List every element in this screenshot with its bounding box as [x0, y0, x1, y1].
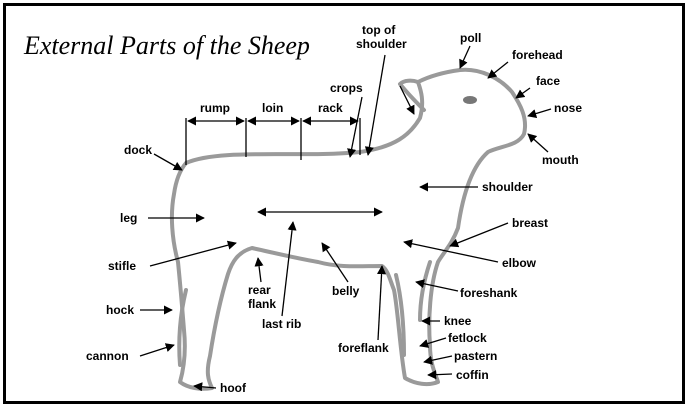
- label-fetlock: fetlock: [448, 331, 487, 345]
- stifle-pointer: [150, 243, 236, 266]
- foreflank-pointer: [378, 266, 382, 340]
- label-forehead: forehead: [512, 48, 563, 62]
- label-hock: hock: [106, 303, 134, 317]
- label-mouth: mouth: [542, 153, 579, 167]
- label-nose: nose: [554, 101, 582, 115]
- diagram-title: External Parts of the Sheep: [23, 31, 310, 60]
- label-loin: loin: [262, 101, 283, 115]
- label-rack: rack: [318, 101, 343, 115]
- last-rib-pointer: [282, 222, 293, 316]
- poll-pointer: [460, 46, 470, 68]
- label-coffin: coffin: [456, 368, 489, 382]
- mouth-pointer: [528, 134, 548, 152]
- label-last-rib: last rib: [262, 317, 301, 331]
- label-face: face: [536, 74, 560, 88]
- top-of-shoulder-pointer: [368, 55, 385, 155]
- label-stifle: stifle: [108, 259, 136, 273]
- label-breast: breast: [512, 216, 548, 230]
- label-dock: dock: [124, 143, 152, 157]
- label-cannon: cannon: [86, 349, 129, 363]
- label-pastern: pastern: [454, 349, 497, 363]
- label-rear-flank-line1: rear: [248, 283, 271, 297]
- fetlock-pointer: [420, 338, 446, 346]
- rear-flank-pointer: [258, 258, 261, 282]
- dock-pointer: [154, 154, 182, 170]
- label-shoulder: shoulder: [482, 180, 533, 194]
- label-hoof: hoof: [220, 381, 247, 395]
- label-leg: leg: [120, 211, 137, 225]
- nose-pointer: [528, 109, 551, 116]
- cannon-pointer: [140, 345, 174, 356]
- label-foreflank: foreflank: [338, 341, 389, 355]
- face-pointer: [516, 88, 530, 98]
- forehead-pointer: [488, 62, 508, 78]
- label-belly: belly: [332, 284, 360, 298]
- label-rump: rump: [200, 101, 230, 115]
- label-top-of-shoulder-line1: top of: [362, 23, 396, 37]
- coffin-pointer: [428, 374, 452, 375]
- label-poll: poll: [460, 31, 481, 45]
- label-foreshank: foreshank: [460, 286, 518, 300]
- label-knee: knee: [444, 314, 472, 328]
- sheep-eye: [463, 96, 477, 104]
- label-top-of-shoulder-line2: shoulder: [356, 37, 407, 51]
- label-rear-flank-line2: flank: [248, 297, 276, 311]
- pastern-pointer: [424, 356, 452, 362]
- label-elbow: elbow: [502, 256, 537, 270]
- label-crops: crops: [330, 81, 363, 95]
